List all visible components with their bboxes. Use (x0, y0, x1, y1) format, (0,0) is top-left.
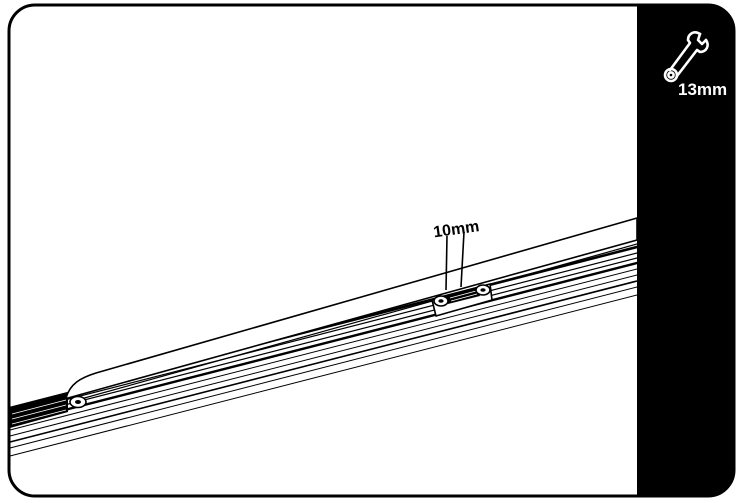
cover-strip (65, 217, 638, 403)
tool-size-label: 13mm (678, 80, 727, 99)
screw-left (69, 395, 87, 409)
gap-leader (445, 231, 465, 291)
diagram-frame (7, 3, 736, 498)
screw-joint-left (433, 295, 449, 307)
tool-panel (637, 5, 734, 496)
screw-joint-right (475, 284, 491, 296)
rail-end-section (10, 394, 68, 428)
gap-callout-label: 10mm (432, 218, 480, 241)
wrench-icon (663, 31, 709, 83)
